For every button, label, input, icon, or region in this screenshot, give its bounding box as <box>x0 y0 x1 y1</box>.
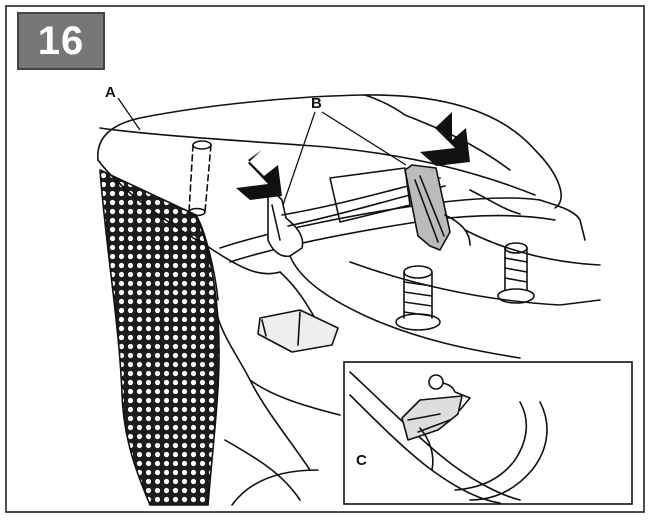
clip-c <box>401 395 463 441</box>
grass-bag-cover <box>97 94 562 209</box>
hinge-right <box>404 164 451 251</box>
figure-border <box>5 5 645 513</box>
step-number-box: 16 <box>17 12 105 70</box>
left-pin <box>188 144 212 213</box>
grass-bag-mesh <box>99 169 220 506</box>
callout-a: A <box>105 84 116 101</box>
arrow-down-left-icon <box>236 150 282 200</box>
bolt-rear-left <box>395 265 441 331</box>
bolt-rear-right <box>497 242 535 304</box>
hinge-left <box>267 191 304 258</box>
detail-inset <box>343 361 633 505</box>
arrow-down-left-icon <box>420 112 470 166</box>
step-number: 16 <box>37 18 85 63</box>
mower-drawing <box>97 94 601 506</box>
handle-socket <box>257 309 339 353</box>
callout-c: C <box>356 452 367 469</box>
callout-b: B <box>311 95 322 112</box>
